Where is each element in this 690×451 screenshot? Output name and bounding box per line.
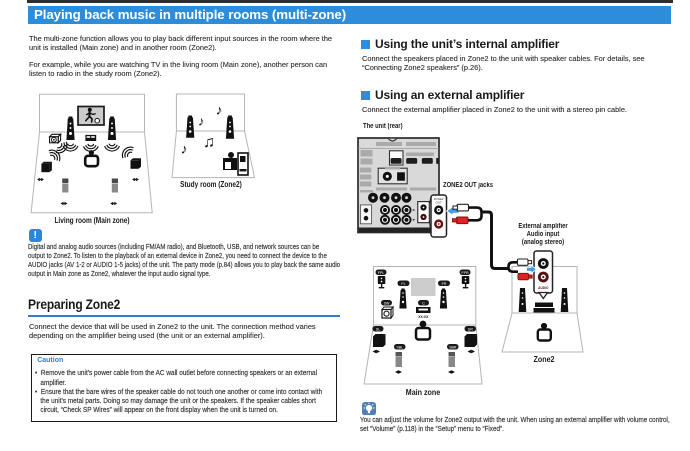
svg-text:SBR: SBR <box>449 345 457 349</box>
svg-text:♪: ♪ <box>216 102 223 118</box>
svg-text:SW: SW <box>384 301 390 305</box>
svg-text:SR: SR <box>468 327 473 331</box>
svg-text:♪: ♪ <box>198 114 205 129</box>
svg-text:FL: FL <box>401 282 405 286</box>
svg-text:FPL: FPL <box>378 271 385 275</box>
svg-text:♪: ♪ <box>181 141 188 157</box>
svg-text:FPR: FPR <box>461 271 469 275</box>
svg-text:SL: SL <box>376 327 380 331</box>
svg-text:XX:XX: XX:XX <box>418 315 429 319</box>
svg-text:C: C <box>422 301 425 305</box>
svg-text:SBL: SBL <box>396 345 403 349</box>
svg-text:FR: FR <box>442 282 447 286</box>
svg-text:♫: ♫ <box>203 134 215 151</box>
svg-text:AUDIO: AUDIO <box>538 286 549 290</box>
svg-text:ZONE2: ZONE2 <box>434 197 444 201</box>
svg-text:OUT: OUT <box>436 200 443 204</box>
